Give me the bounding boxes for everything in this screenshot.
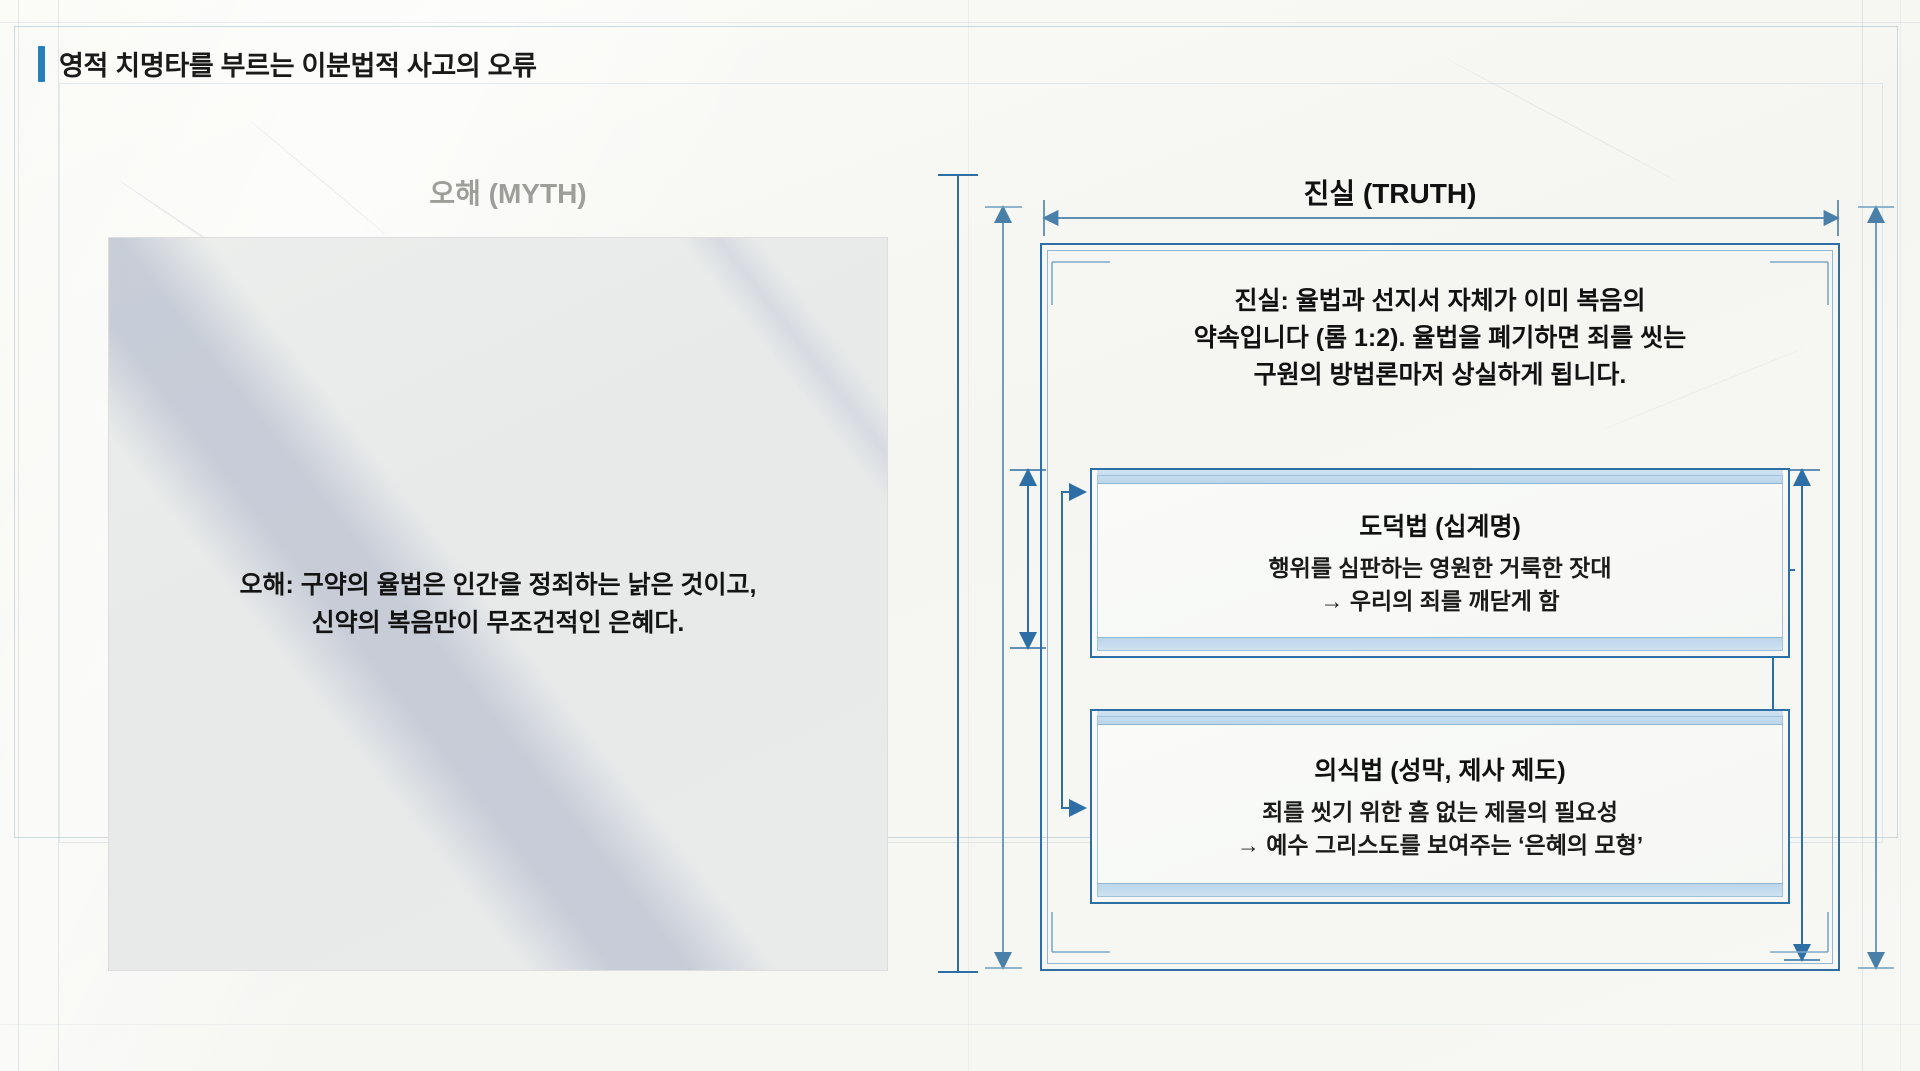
law-box-cap-bottom: [1097, 637, 1783, 651]
law-box-ritual-title: 의식법 (성막, 제사 제도): [1314, 756, 1566, 785]
law-box-moral-line-1: 행위를 심판하는 영원한 거룩한 잣대: [1268, 555, 1612, 582]
truth-frame-inner: [1047, 250, 1833, 964]
myth-body: 오해: 구약의 율법은 인간을 정죄하는 낡은 것이고, 신약의 복음만이 무조…: [109, 566, 887, 642]
law-box-cap-top: [1097, 711, 1783, 725]
truth-body-line-3: 구원의 방법론마저 상실하게 됩니다.: [1253, 361, 1627, 389]
guide-line-vertical: [18, 0, 19, 1071]
myth-panel: 오해: 구약의 율법은 인간을 정죄하는 낡은 것이고, 신약의 복음만이 무조…: [108, 237, 888, 971]
page-title: 영적 치명타를 부르는 이분법적 사고의 오류: [38, 44, 537, 83]
title-accent-bar: [38, 45, 45, 82]
law-box-moral-title: 도덕법 (십계명): [1359, 513, 1521, 542]
law-box-inner-border: [1097, 716, 1783, 897]
law-box-moral-line-2: → 우리의 죄를 깨닫게 함: [1320, 588, 1560, 615]
truth-body: 진실: 율법과 선지서 자체가 이미 복음의 약속입니다 (롬 1:2). 율법…: [1056, 283, 1824, 394]
truth-frame: [1040, 243, 1840, 971]
law-box-ritual: 의식법 (성막, 제사 제도) 죄를 씻기 위한 흠 없는 제물의 필요성 → …: [1090, 709, 1790, 904]
law-box-moral-content: 도덕법 (십계명) 행위를 심판하는 영원한 거룩한 잣대 → 우리의 죄를 깨…: [1092, 507, 1788, 619]
truth-body-line-1: 진실: 율법과 선지서 자체가 이미 복음의: [1234, 287, 1646, 315]
page-title-text: 영적 치명타를 부르는 이분법적 사고의 오류: [59, 51, 537, 81]
myth-heading: 오해 (MYTH): [429, 178, 587, 209]
law-box-cap-bottom: [1097, 883, 1783, 897]
law-box-inner-border: [1097, 475, 1783, 651]
law-box-moral: 도덕법 (십계명) 행위를 심판하는 영원한 거룩한 잣대 → 우리의 죄를 깨…: [1090, 468, 1790, 658]
law-box-ritual-line-2: → 예수 그리스도를 보여주는 ‘은혜의 모형’: [1236, 832, 1644, 858]
guide-line-horizontal: [0, 1024, 1920, 1025]
guide-line-vertical: [1862, 0, 1863, 1071]
truth-body-line-2: 약속입니다 (롬 1:2). 율법을 폐기하면 죄를 씻는: [1193, 324, 1687, 352]
guide-line-vertical: [968, 0, 969, 1071]
myth-body-line-2: 신약의 복음만이 무조건적인 은혜다.: [311, 609, 685, 637]
guide-line-vertical: [1900, 0, 1901, 1071]
guide-line-horizontal: [0, 22, 1920, 23]
myth-body-line-1: 오해: 구약의 율법은 인간을 정죄하는 낡은 것이고,: [239, 571, 757, 599]
guide-line-vertical: [58, 0, 59, 1071]
law-box-cap-top: [1097, 470, 1783, 484]
truth-heading: 진실 (TRUTH): [1303, 178, 1477, 209]
law-box-ritual-content: 의식법 (성막, 제사 제도) 죄를 씻기 위한 흠 없는 제물의 필요성 → …: [1092, 751, 1788, 863]
law-box-ritual-line-1: 죄를 씻기 위한 흠 없는 제물의 필요성: [1262, 798, 1618, 825]
